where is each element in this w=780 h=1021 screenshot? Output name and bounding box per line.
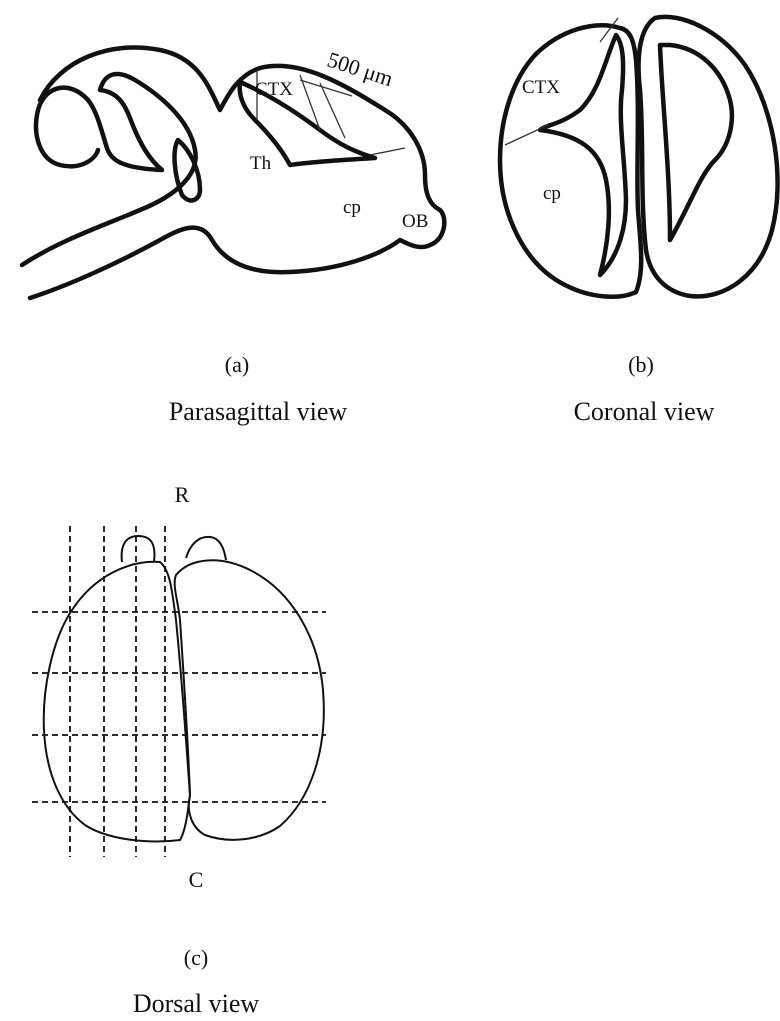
dorsal-grid-lines (32, 526, 326, 857)
dorsal-right-hemisphere (175, 560, 324, 839)
coronal-right-ventricle (660, 45, 732, 240)
panel-a-letter: (a) (225, 354, 249, 376)
panel-c-caption: Dorsal view (133, 991, 259, 1017)
panel-c-letter: (c) (184, 947, 208, 969)
dorsal-olfactory-bulb-left (122, 536, 155, 562)
dorsal-view (44, 536, 324, 841)
panel-b-caption: Coronal view (574, 399, 715, 425)
label-th: Th (250, 154, 271, 173)
dorsal-left-hemisphere (44, 562, 190, 842)
label-ctx-parasagittal: CTX (255, 80, 293, 99)
label-rostral: R (175, 484, 190, 506)
label-cp-parasagittal: cp (343, 198, 361, 217)
coronal-left-ventricle (540, 35, 626, 275)
dorsal-olfactory-bulb-right (186, 537, 226, 560)
panel-a-caption: Parasagittal view (169, 399, 347, 425)
label-caudal: C (189, 869, 204, 891)
coronal-left-hemisphere (500, 25, 641, 296)
label-ctx-coronal: CTX (522, 78, 560, 97)
label-cp-coronal: cp (543, 184, 561, 203)
coronal-section (500, 17, 778, 297)
panel-b-letter: (b) (628, 354, 654, 376)
label-ob: OB (402, 212, 428, 231)
